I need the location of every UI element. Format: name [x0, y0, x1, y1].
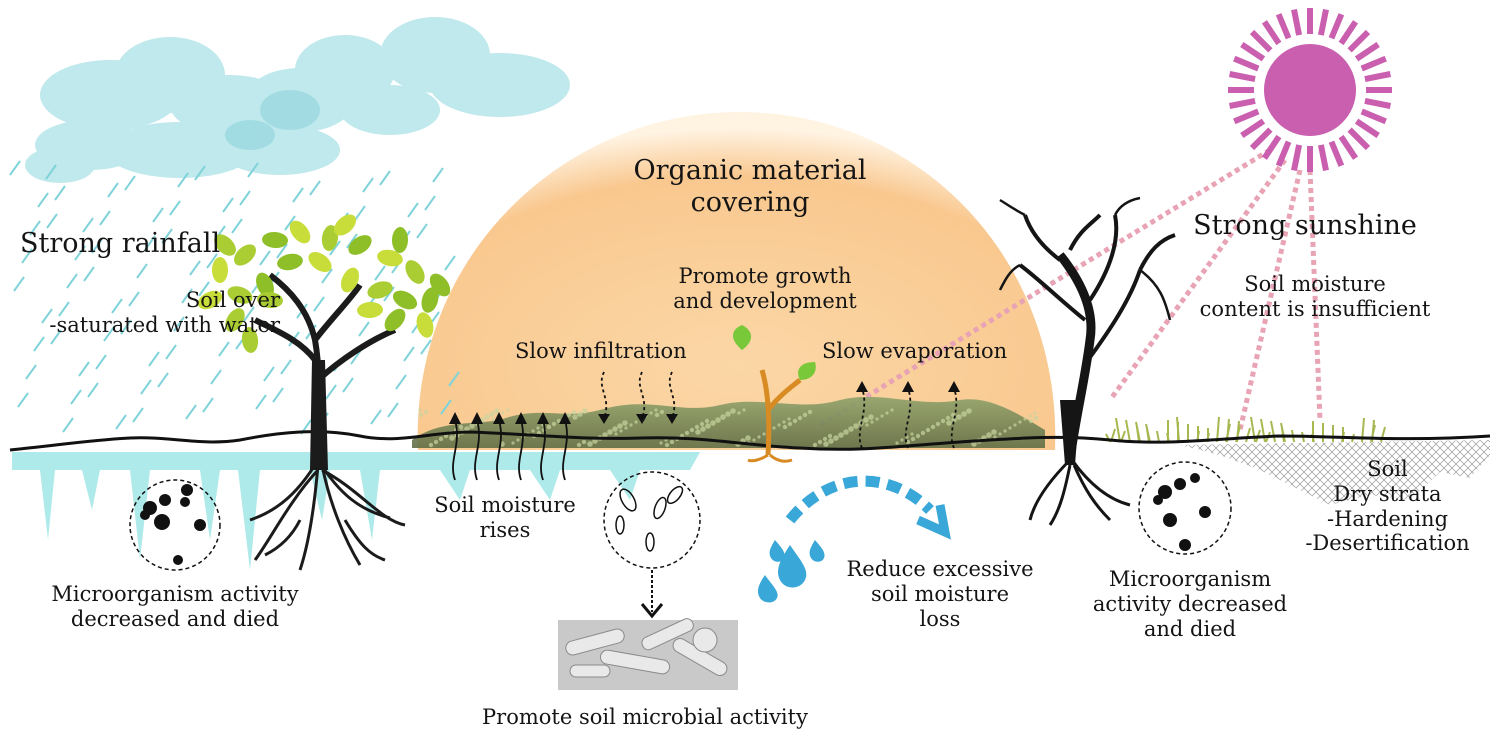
label-promote-microbial: Promote soil microbial activity [482, 705, 808, 729]
tree-icon [197, 214, 451, 571]
water-drop-icon [757, 540, 825, 603]
label-microorganism-left: Microorganism activity decreased and die… [51, 582, 299, 631]
microbe-circle-icon [603, 471, 701, 619]
dead-tree-icon [998, 196, 1176, 526]
label-microorganism-right: Microorganism activity decreased and die… [1092, 567, 1288, 641]
sun-icon [1228, 8, 1392, 172]
label-slow-infiltration: Slow infiltration [515, 339, 687, 363]
label-soil-dry-strata: Soil Dry strata -Hardening -Desertificat… [1305, 457, 1470, 556]
ground-line [9, 430, 1491, 452]
evaporation-arrows [858, 387, 958, 449]
moisture-rise-arrows [452, 419, 568, 481]
infiltration-arrows [600, 371, 676, 419]
mulch-layer [412, 396, 1045, 448]
label-moisture-insufficient: Soil moisture content is insufficient [1199, 272, 1431, 321]
rising-water [410, 452, 700, 500]
dry-strata [1180, 440, 1490, 505]
label-soil-oversaturated: Soil over -saturated with water [49, 288, 280, 337]
label-promote-growth: Promote growth and development [673, 264, 857, 313]
saturated-water [12, 452, 410, 570]
label-strong-rainfall: Strong rainfall [20, 228, 221, 259]
cloud-shadow [225, 90, 320, 150]
rain-streaks [9, 160, 460, 435]
microbe-micrograph [558, 618, 738, 690]
microbe-circle-icon [129, 479, 221, 571]
microbe-circle-icon [1138, 461, 1232, 555]
sprout-icon [733, 325, 816, 463]
label-strong-sunshine: Strong sunshine [1193, 210, 1417, 241]
label-moisture-rises: Soil moisture rises [434, 493, 576, 542]
label-slow-evaporation: Slow evaporation [822, 339, 1008, 363]
reduce-loss-arrow [785, 475, 951, 540]
label-reduce-loss: Reduce excessive soil moisture loss [846, 557, 1034, 631]
organic-glow [417, 112, 1056, 450]
label-organic-covering: Organic material covering [633, 155, 867, 218]
